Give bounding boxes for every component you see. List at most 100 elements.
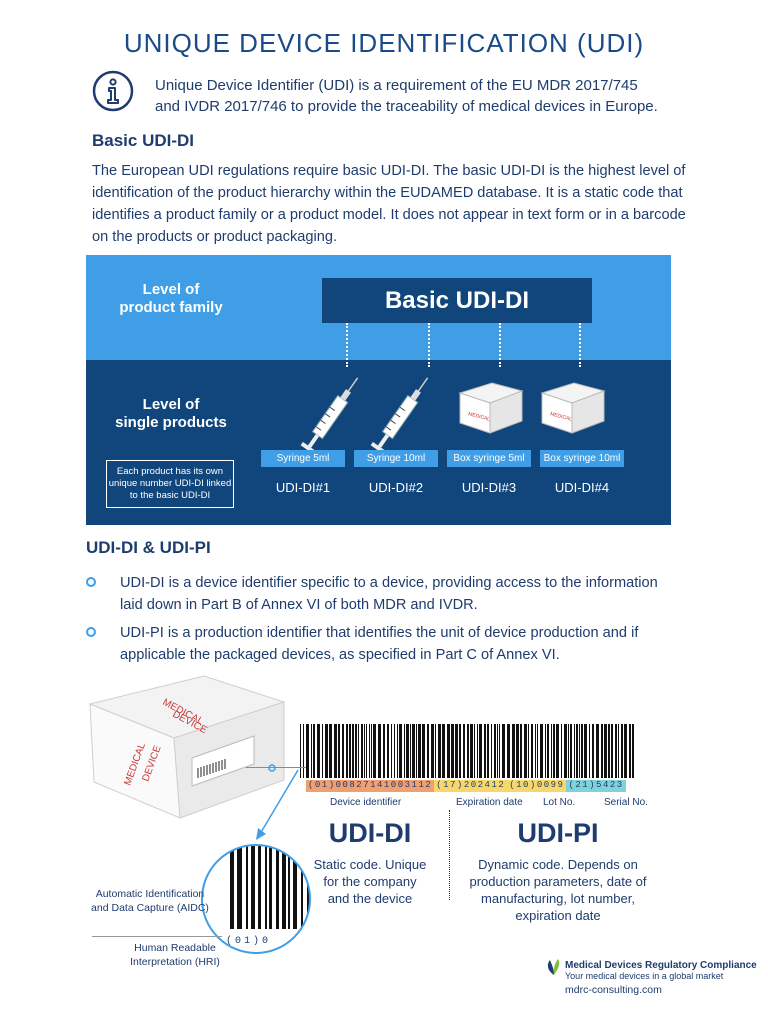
barcode-bar [422,724,425,778]
intro-text: Unique Device Identifier (UDI) is a requ… [155,77,658,115]
barcode-bar [545,724,546,778]
connector [346,323,348,367]
bullet-icon [86,577,96,587]
barcode-bar [579,724,580,778]
barcode-bar [459,724,461,778]
divider [449,810,450,900]
barcode-bar [479,724,482,778]
label-rule [92,936,222,937]
list-item: UDI-PI is a production identifier that i… [86,622,666,666]
barcode-bar [484,724,486,778]
barcode-bar [399,724,402,778]
barcode-bar [355,724,357,778]
barcode-bar [537,724,538,778]
hri-serial: (21)5423 [566,780,626,792]
udi-bullets: UDI-DI is a device identifier specific t… [86,572,666,672]
barcode-bar [576,724,578,778]
svg-text:MEDICAL: MEDICAL [467,411,490,423]
connector [579,323,581,367]
barcode-bar [608,724,610,778]
connector [499,323,501,367]
barcode-bar [463,724,465,778]
barcode-bar [346,724,348,778]
barcode-bar [470,724,473,778]
barcode-bar [361,724,363,778]
barcode-bar [317,724,320,778]
barcode-bar [406,724,409,778]
product-udi-id: UDI-DI#2 [368,480,424,495]
barcode-bar [467,724,469,778]
barcode-bar [383,724,385,778]
barcode-bar [371,724,372,778]
basic-udi-di-heading: Basic UDI-DI [92,131,195,150]
barcode-bar [412,724,415,778]
barcode-bar [497,724,498,778]
serial-label: Serial No. [604,797,648,808]
barcode-bar [618,724,619,778]
syringe-icon [370,377,429,453]
udi-di-title: UDI-DI [328,818,412,848]
hri-device-id: (01)00827141003112 [306,780,435,792]
barcode-bar [418,724,421,778]
barcode-bar [601,724,603,778]
connector [428,323,430,367]
barcode-bar [524,724,527,778]
udi-pi-title: UDI-PI [517,818,599,848]
barcode-bar [629,724,631,778]
barcode-bar [246,845,248,929]
product-note: Each product has its own unique number U… [106,460,234,508]
product-tag: Box syringe 5ml [447,450,531,467]
barcode-bar [507,724,510,778]
barcode-bar [338,724,340,778]
product-udi-id: UDI-DI#1 [275,480,331,495]
barcode-bar [611,724,613,778]
box-icon: MEDICAL [458,382,524,434]
barcode-bar [474,724,475,778]
barcode-bar [451,724,454,778]
barcode-bar [427,724,429,778]
pointer-line [246,767,306,768]
barcode-bar [378,724,381,778]
barcode-bar [293,845,297,929]
barcode-bar [387,724,389,778]
lot-label: Lot No. [543,797,576,808]
barcode-bar [282,845,286,929]
barcode-bar [499,724,500,778]
hri-expiration: (17)202412 [434,780,508,792]
barcode-bar [366,724,367,778]
barcode-bar [596,724,599,778]
barcode-bar [322,724,323,778]
barcode-bar [632,724,634,778]
barcode-bar [435,724,436,778]
device-identifier-label: Device identifier [330,797,402,808]
barcode-bar [516,724,519,778]
bullet-icon [86,627,96,637]
product-tag: Syringe 5ml [261,450,345,467]
barcode-bar [276,845,279,929]
barcode-bar [230,845,234,929]
svg-text:MEDICAL: MEDICAL [549,411,572,423]
barcode-bar [431,724,434,778]
barcode-bar [342,724,344,778]
barcode-bar [561,724,562,778]
udi-di-pi-heading: UDI-DI & UDI-PI [86,538,211,557]
footer-url[interactable]: mdrc-consulting.com [565,984,662,996]
barcode-bar [442,724,445,778]
udi-barcode [300,724,634,778]
barcode-bar [512,724,515,778]
barcode-bar [306,724,309,778]
barcode-bar [397,724,398,778]
barcode-bar [301,845,303,929]
product-udi-id: UDI-DI#4 [554,480,610,495]
barcode-bar [584,724,587,778]
barcode-bar [391,724,392,778]
barcode-bar [491,724,492,778]
syringe-icon [300,377,359,453]
barcode-bar [502,724,505,778]
